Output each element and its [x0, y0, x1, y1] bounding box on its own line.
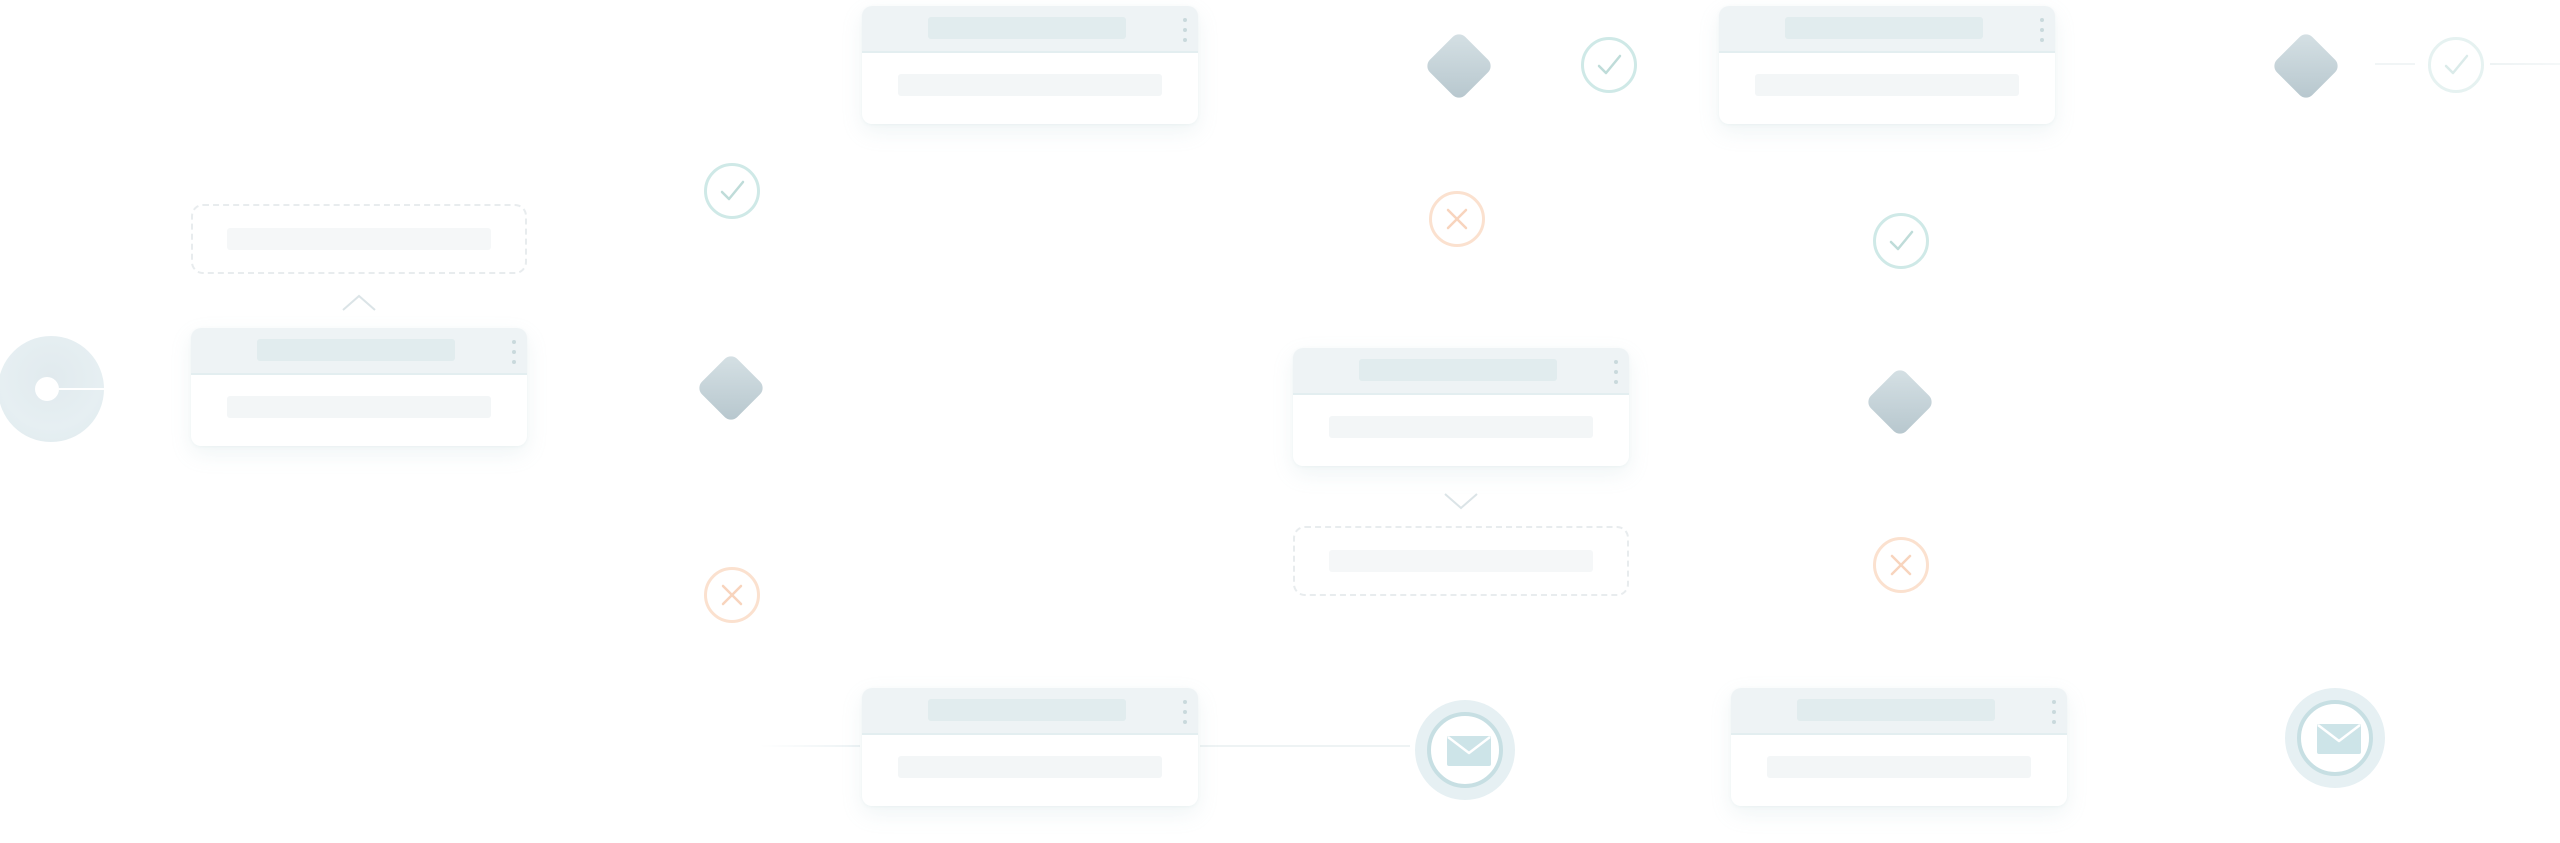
decision-diamond-icon[interactable]	[2270, 30, 2342, 102]
card-header	[1293, 348, 1629, 395]
kebab-menu-icon[interactable]	[1182, 700, 1188, 724]
kebab-menu-icon[interactable]	[1182, 18, 1188, 42]
email-node-ring	[2297, 700, 2373, 776]
email-node-ring	[1427, 712, 1503, 788]
card-header	[862, 688, 1198, 735]
kebab-menu-icon[interactable]	[2051, 700, 2057, 724]
connector-line	[760, 745, 860, 747]
start-node-handle	[35, 377, 59, 401]
card-body-placeholder	[898, 756, 1162, 778]
card-header	[862, 6, 1198, 53]
kebab-menu-icon[interactable]	[511, 340, 517, 364]
card-title-placeholder	[257, 339, 455, 361]
chevron-up-icon[interactable]	[341, 292, 377, 312]
card-header	[1719, 6, 2055, 53]
decision-diamond-icon[interactable]	[695, 352, 767, 424]
connector-line	[2490, 63, 2560, 65]
card-header	[1731, 688, 2067, 735]
card-body-placeholder	[898, 74, 1162, 96]
decision-diamond-icon[interactable]	[1423, 30, 1495, 102]
action-card[interactable]	[1293, 348, 1629, 466]
card-body-placeholder	[1329, 416, 1593, 438]
x-circle-icon[interactable]	[1873, 537, 1929, 593]
card-body-placeholder	[1767, 756, 2031, 778]
action-card[interactable]	[862, 6, 1198, 124]
start-node-stem	[59, 388, 104, 390]
connector-line	[2375, 63, 2415, 65]
check-circle-icon[interactable]	[2428, 37, 2484, 93]
kebab-menu-icon[interactable]	[2039, 18, 2045, 42]
check-circle-icon[interactable]	[704, 163, 760, 219]
card-title-placeholder	[1359, 359, 1557, 381]
card-title-placeholder	[928, 17, 1126, 39]
card-body-placeholder	[1755, 74, 2019, 96]
action-card[interactable]	[1719, 6, 2055, 124]
x-circle-icon[interactable]	[1429, 191, 1485, 247]
card-title-placeholder	[928, 699, 1126, 721]
envelope-icon[interactable]	[1415, 700, 1515, 800]
placeholder-bar	[1329, 550, 1593, 572]
envelope-icon[interactable]	[2285, 688, 2385, 788]
connector-line	[1200, 745, 1410, 747]
kebab-menu-icon[interactable]	[1613, 360, 1619, 384]
x-circle-icon[interactable]	[704, 567, 760, 623]
action-card[interactable]	[191, 328, 527, 446]
card-title-placeholder	[1785, 17, 1983, 39]
check-circle-icon[interactable]	[1873, 213, 1929, 269]
check-circle-icon[interactable]	[1581, 37, 1637, 93]
card-body-placeholder	[227, 396, 491, 418]
drop-placeholder[interactable]	[1293, 526, 1629, 596]
chevron-down-icon[interactable]	[1443, 492, 1479, 512]
placeholder-bar	[227, 228, 491, 250]
action-card[interactable]	[862, 688, 1198, 806]
card-title-placeholder	[1797, 699, 1995, 721]
card-header	[191, 328, 527, 375]
drop-placeholder[interactable]	[191, 204, 527, 274]
decision-diamond-icon[interactable]	[1864, 366, 1936, 438]
start-node-icon[interactable]	[0, 336, 104, 442]
action-card[interactable]	[1731, 688, 2067, 806]
